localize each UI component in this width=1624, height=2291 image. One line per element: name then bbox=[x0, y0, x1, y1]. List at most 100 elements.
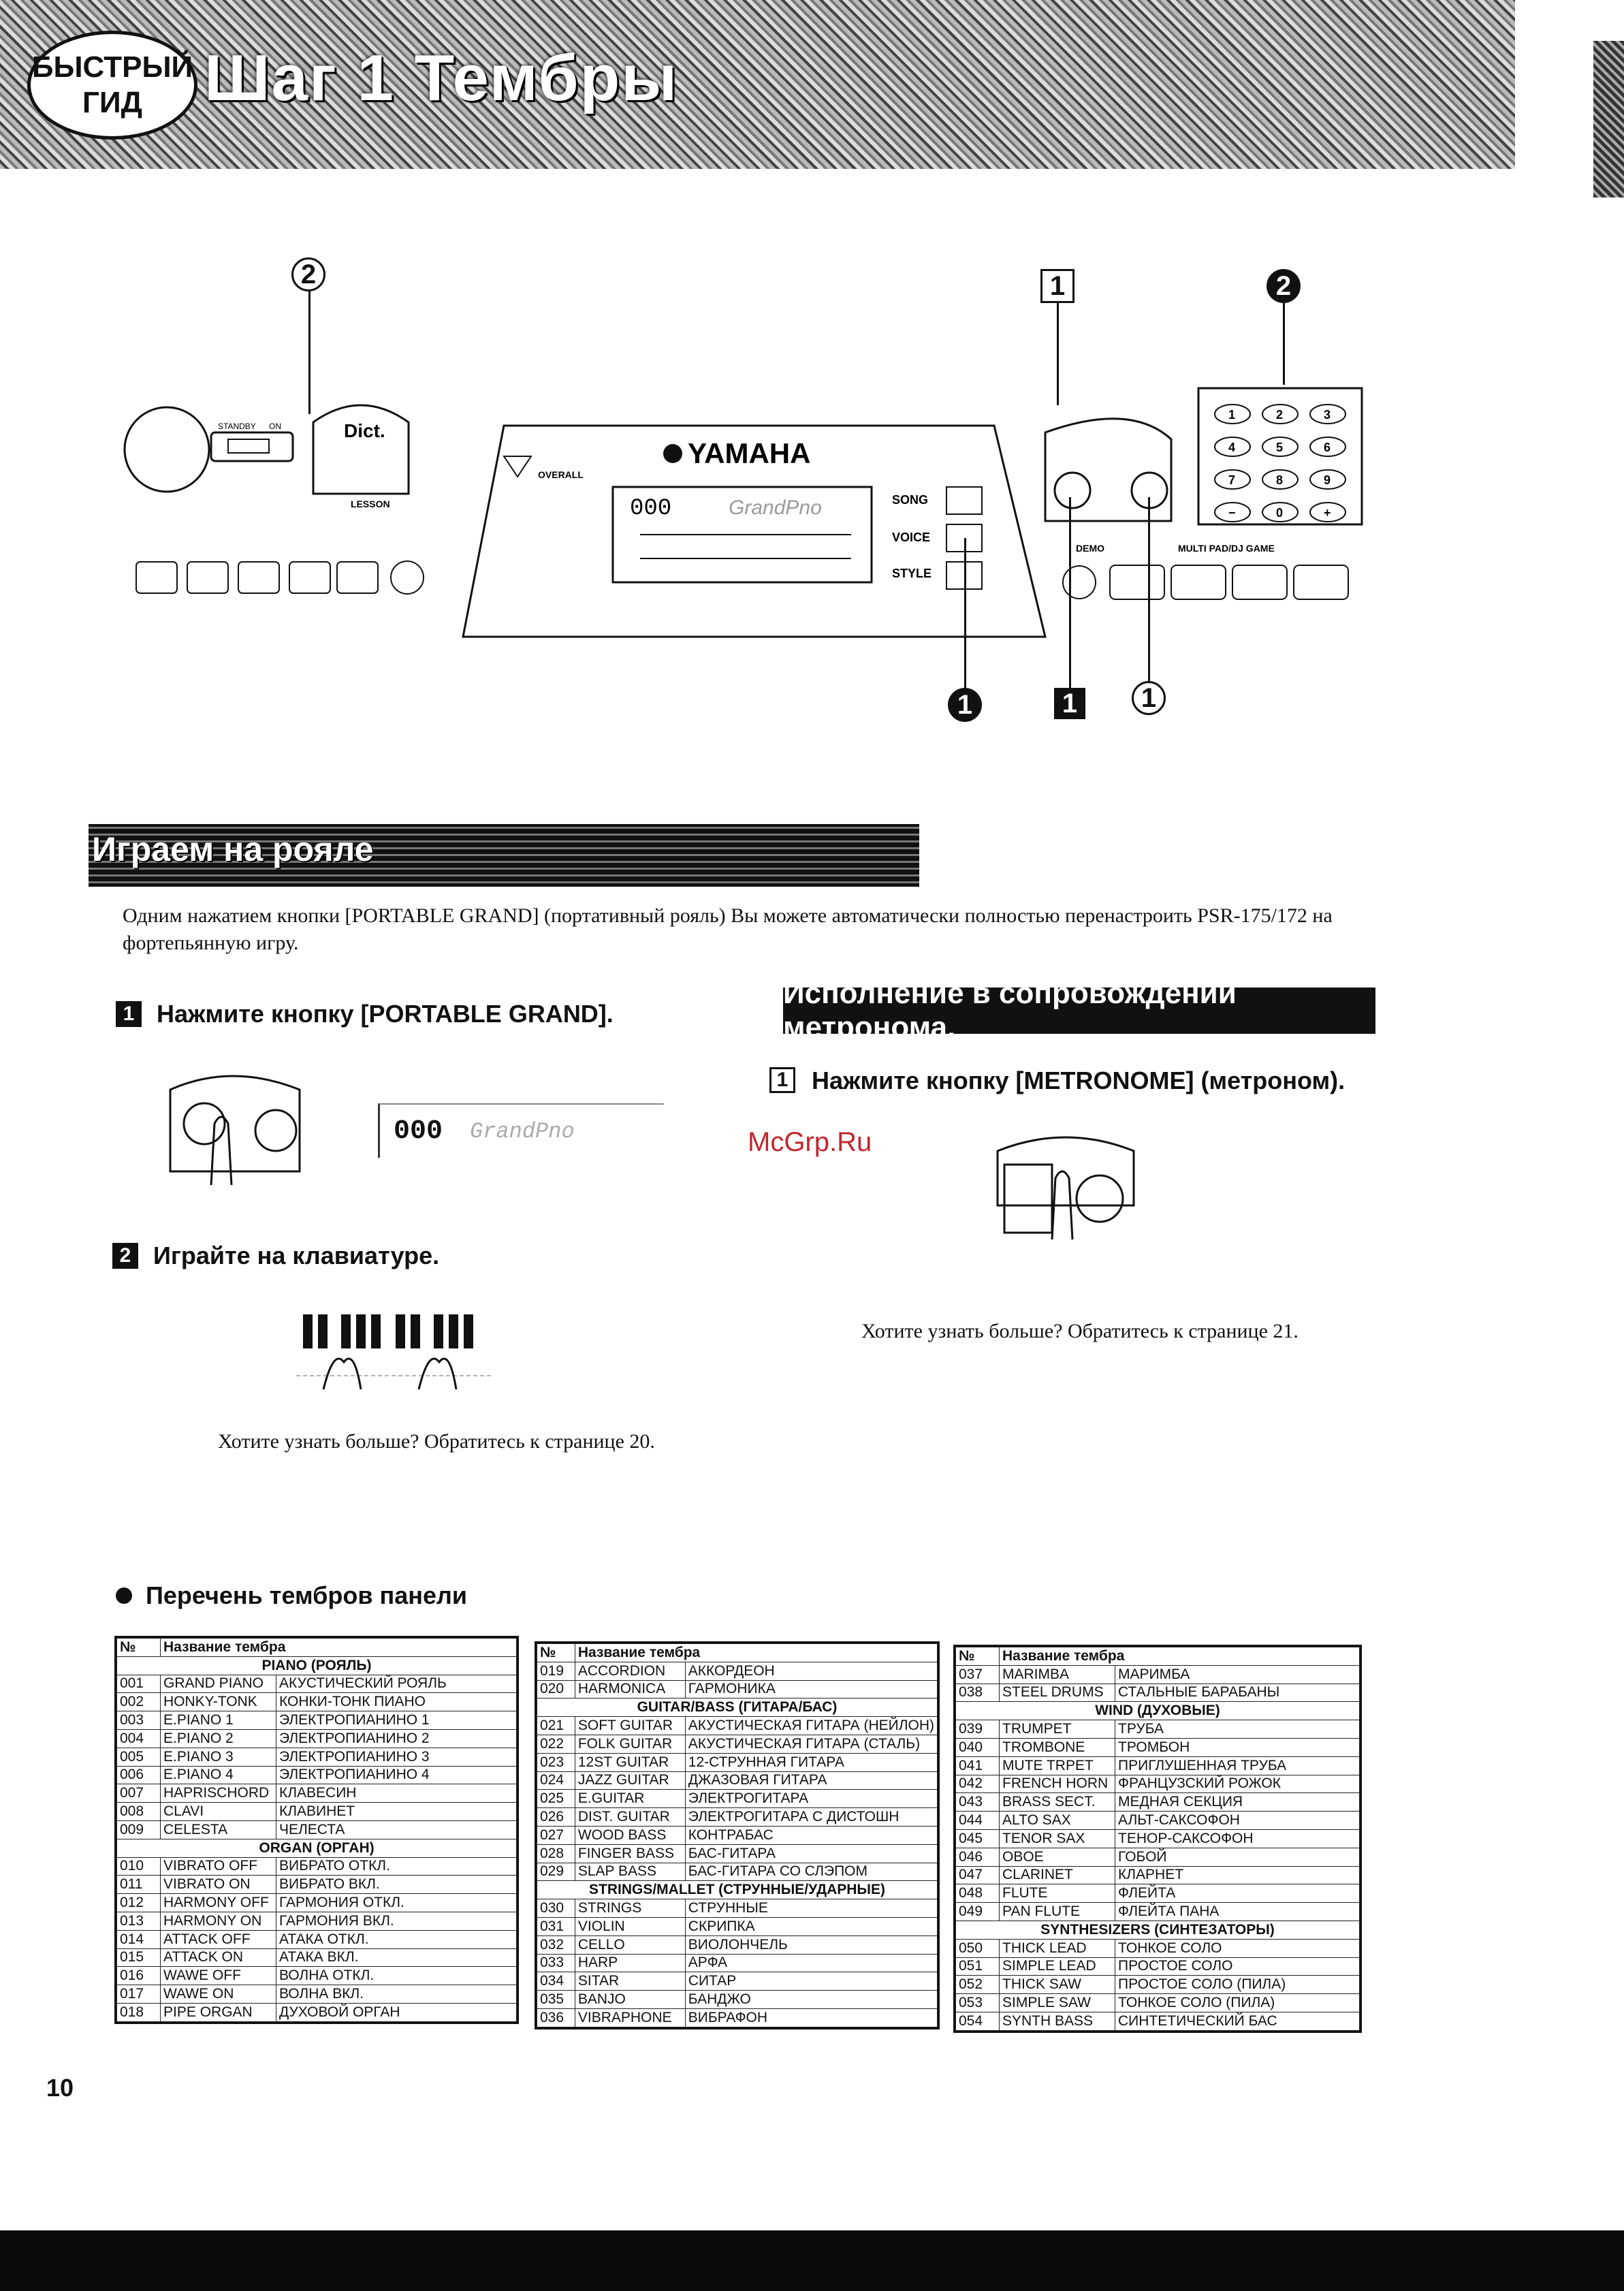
voice-name-en: DIST. GUITAR bbox=[574, 1807, 686, 1827]
voice-name-ru: СКРИПКА bbox=[684, 1916, 938, 1936]
intro-paragraph: Одним нажатием кнопки [PORTABLE GRAND] (… bbox=[123, 904, 1333, 954]
grand-button-illustration bbox=[169, 1075, 301, 1185]
voice-name-en: SIMPLE SAW bbox=[999, 1993, 1115, 2012]
svg-text:1: 1 bbox=[1228, 408, 1235, 422]
col-header-number: № bbox=[955, 1647, 1000, 1666]
category-row: WIND (ДУХОВЫЕ) bbox=[955, 1701, 1360, 1721]
voice-number: 045 bbox=[955, 1829, 1000, 1848]
voice-number: 041 bbox=[955, 1756, 1000, 1775]
badge-line2: ГИД bbox=[82, 86, 142, 119]
step-1-badge: 1 bbox=[116, 1001, 142, 1027]
voice-name-en: VIOLIN bbox=[574, 1916, 686, 1936]
voice-name-ru: КОНТРАБАС bbox=[684, 1825, 938, 1845]
voice-name-ru: БАНДЖО bbox=[684, 1990, 938, 2009]
finger-icon bbox=[1051, 1170, 1074, 1239]
voice-name-en: E.GUITAR bbox=[574, 1789, 686, 1809]
voice-name-en: WOOD BASS bbox=[574, 1825, 686, 1845]
voice-name-en: ACCORDION bbox=[574, 1661, 686, 1681]
voice-number: 001 bbox=[116, 1674, 161, 1694]
voice-name-en: SOFT GUITAR bbox=[574, 1716, 686, 1735]
voice-name-en: ATTACK OFF bbox=[160, 1929, 276, 1949]
category-row: GUITAR/BASS (ГИТАРА/БАС) bbox=[537, 1698, 938, 1718]
callout-1-outline: 1 bbox=[1132, 681, 1166, 715]
on-label: ON bbox=[269, 422, 281, 431]
voice-number: 010 bbox=[116, 1856, 161, 1876]
voice-list-title-text: Перечень тембров панели bbox=[146, 1581, 468, 1609]
lesson-label: LESSON bbox=[351, 499, 390, 509]
voice-number: 035 bbox=[537, 1990, 575, 2009]
bullet-icon bbox=[116, 1587, 132, 1604]
voice-name-en: TENOR SAX bbox=[999, 1829, 1115, 1848]
voice-name-ru: ГАРМОНИЯ ВКЛ. bbox=[276, 1911, 517, 1931]
voice-name-ru: ВИБРАТО ВКЛ. bbox=[276, 1875, 517, 1895]
voice-name-en: CLAVI bbox=[160, 1802, 276, 1821]
voice-name-ru: ФРАНЦУЗСКИЙ РОЖОК bbox=[1115, 1774, 1360, 1794]
dict-label: Dict. bbox=[344, 420, 385, 441]
voice-name-en: BANJO bbox=[574, 1990, 686, 2009]
voice-name-en: VIBRATO ON bbox=[160, 1875, 276, 1895]
voice-name-en: HARP bbox=[574, 1953, 686, 1973]
voice-number: 030 bbox=[537, 1899, 575, 1918]
callout-1-filled-box: 1 bbox=[1054, 688, 1085, 719]
standby-label: STANDBY bbox=[218, 422, 256, 431]
svg-text:2: 2 bbox=[1276, 408, 1283, 422]
category-label: STRINGS/MALLET (СТРУННЫЕ/УДАРНЫЕ) bbox=[537, 1880, 938, 1900]
bottom-bar bbox=[0, 2230, 1624, 2291]
col-header-number: № bbox=[537, 1643, 575, 1662]
voice-number: 038 bbox=[955, 1683, 1000, 1703]
category-label: SYNTHESIZERS (СИНТЕЗАТОРЫ) bbox=[955, 1920, 1360, 1940]
voice-number: 005 bbox=[116, 1747, 161, 1767]
voice-number: 007 bbox=[116, 1784, 161, 1803]
song-label: SONG bbox=[892, 493, 928, 507]
col-header-number: № bbox=[116, 1638, 161, 1657]
col-header-voice-name: Название тембра bbox=[999, 1647, 1360, 1666]
voice-number: 027 bbox=[537, 1825, 575, 1845]
voice-number: 046 bbox=[955, 1847, 1000, 1867]
voice-name-en: FOLK GUITAR bbox=[574, 1734, 686, 1754]
section-header-play-piano bbox=[89, 824, 919, 887]
voice-number: 040 bbox=[955, 1737, 1000, 1757]
watermark: McGrp.Ru bbox=[748, 1127, 872, 1157]
voice-number: 014 bbox=[116, 1929, 161, 1949]
voice-name-en: THICK LEAD bbox=[999, 1938, 1115, 1958]
voice-number: 025 bbox=[537, 1789, 575, 1809]
voice-name-en: SYNTH BASS bbox=[999, 2011, 1115, 2031]
finger-icon bbox=[210, 1116, 233, 1185]
voice-name-en: HAPRISCHORD bbox=[160, 1784, 276, 1803]
metro-step-1-badge: 1 bbox=[769, 1067, 795, 1093]
voice-name-ru: ГОБОЙ bbox=[1115, 1847, 1360, 1867]
voice-name-en: 12ST GUITAR bbox=[574, 1752, 686, 1772]
voice-name-en: STRINGS bbox=[574, 1899, 686, 1918]
voice-number: 042 bbox=[955, 1774, 1000, 1794]
voice-number: 039 bbox=[955, 1720, 1000, 1739]
category-row: ORGAN (ОРГАН) bbox=[116, 1838, 517, 1858]
voice-number: 004 bbox=[116, 1728, 161, 1748]
voice-name-en: MARIMBA bbox=[999, 1664, 1115, 1684]
voice-name-ru: СТАЛЬНЫЕ БАРАБАНЫ bbox=[1115, 1683, 1360, 1703]
svg-text:8: 8 bbox=[1276, 473, 1283, 487]
song-voice-style-buttons: SONG VOICE STYLE bbox=[892, 486, 983, 590]
voice-name-en: MUTE TRPET bbox=[999, 1756, 1115, 1775]
